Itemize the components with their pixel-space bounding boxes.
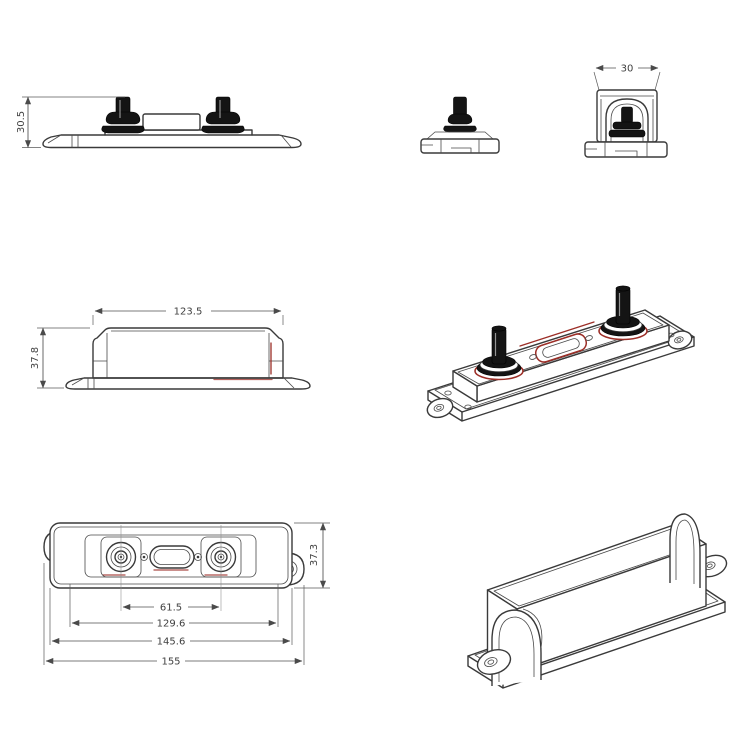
dim-overall-length: 155 xyxy=(161,657,180,668)
rivet xyxy=(585,335,593,341)
side-view-part xyxy=(42,96,302,149)
dim-top-width: 37.3 xyxy=(309,544,320,566)
front-length-dimension: 123.5 xyxy=(92,307,284,325)
stud-left xyxy=(474,325,524,381)
stud-right xyxy=(598,285,648,341)
front-view: 123.5 37.8 xyxy=(30,307,311,390)
dim-front-height: 37.8 xyxy=(30,347,41,369)
stud-left xyxy=(101,96,145,134)
top-dimensions: 61.5 129.6 145.6 155 37.3 xyxy=(43,522,330,668)
end-open-part xyxy=(420,96,500,154)
base-slab xyxy=(584,141,668,158)
isometric-view-closed xyxy=(467,513,728,689)
end-view-open xyxy=(420,96,500,154)
side-height-dimension: 30.5 xyxy=(16,96,125,148)
fuse-window xyxy=(149,545,195,569)
stud xyxy=(453,96,467,117)
front-height-dimension: 37.8 xyxy=(30,327,90,389)
cover-outline xyxy=(92,327,284,379)
dim-body-length: 145.6 xyxy=(157,637,186,648)
end-view-cover: 30 xyxy=(584,64,668,158)
rivet xyxy=(194,553,202,561)
end-cover-part xyxy=(584,89,668,158)
dim-stud-spacing: 61.5 xyxy=(160,603,182,614)
rivet xyxy=(529,354,537,360)
cable-arch-right xyxy=(669,513,701,588)
front-part xyxy=(65,327,311,390)
stud-right xyxy=(201,96,245,134)
stud xyxy=(621,106,633,124)
base-slab xyxy=(65,377,311,390)
dome-arch xyxy=(605,98,649,143)
flange-hole xyxy=(444,390,452,396)
dim-side-height: 30.5 xyxy=(16,111,27,133)
dim-inner-length: 129.6 xyxy=(157,619,186,630)
top-view: 61.5 129.6 145.6 155 37.3 xyxy=(43,522,330,668)
rivet xyxy=(140,553,148,561)
center-block xyxy=(142,113,201,131)
isometric-view-open xyxy=(426,285,695,422)
dim-front-length: 123.5 xyxy=(174,307,203,318)
mount-ear-left xyxy=(476,649,512,675)
body-outline xyxy=(49,522,293,589)
base-slab xyxy=(420,138,500,154)
pocket xyxy=(84,534,257,578)
iso-closed-part xyxy=(467,513,728,689)
end-width-dimension: 30 xyxy=(593,64,661,91)
mount-ear-left xyxy=(426,397,454,419)
dim-end-width: 30 xyxy=(621,64,634,75)
iso-open-part xyxy=(426,285,695,422)
flange-hole xyxy=(464,404,472,410)
top-part xyxy=(43,522,305,589)
side-view: 30.5 xyxy=(16,96,302,149)
